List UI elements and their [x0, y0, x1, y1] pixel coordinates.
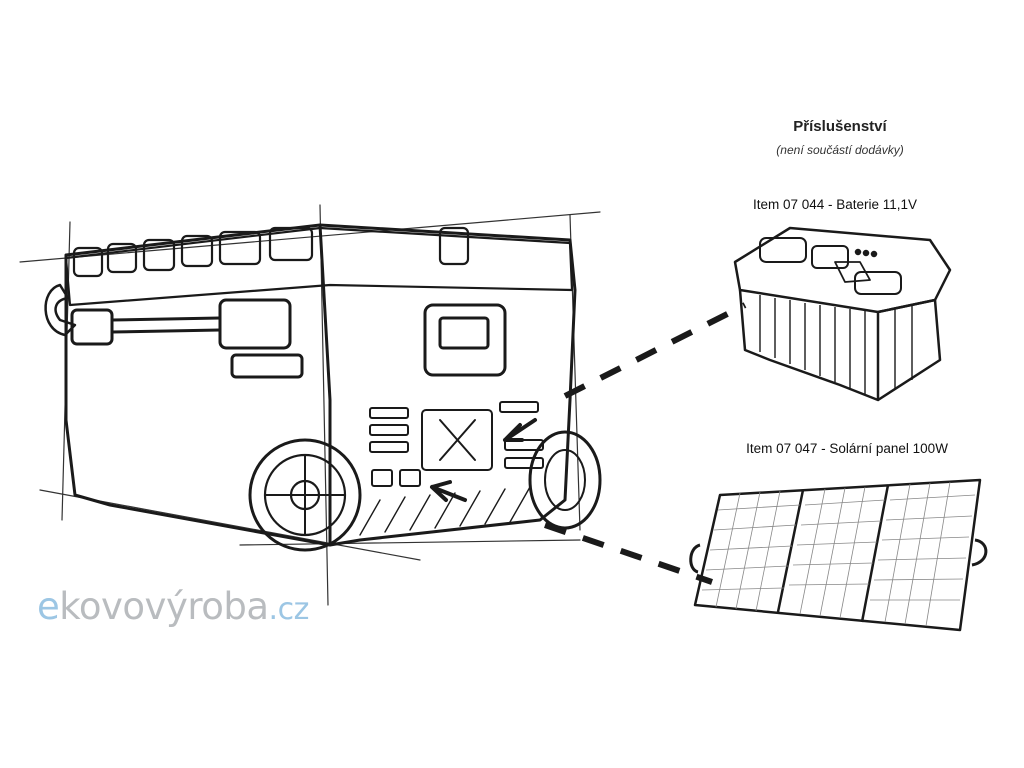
logo-main: kovovýroba	[59, 585, 269, 628]
logo-tld: .cz	[268, 592, 310, 627]
accessories-heading: Příslušenství	[793, 118, 887, 135]
battery-drawing	[733, 226, 952, 402]
logo-prefix: e	[37, 585, 60, 628]
accessories-subheading: (není součástí dodávky)	[776, 143, 904, 157]
solar-panel-drawing	[689, 478, 988, 632]
battery-item-label: Item 07 044 - Baterie 11,1V	[752, 197, 918, 212]
connector-lines	[544, 302, 747, 585]
solar-panel-item-label: Item 07 047 - Solární panel 100W	[746, 441, 948, 456]
cooler-box-drawing	[19, 204, 602, 606]
ekovovyroba-logo[interactable]: ekovovýroba.cz	[37, 585, 309, 628]
